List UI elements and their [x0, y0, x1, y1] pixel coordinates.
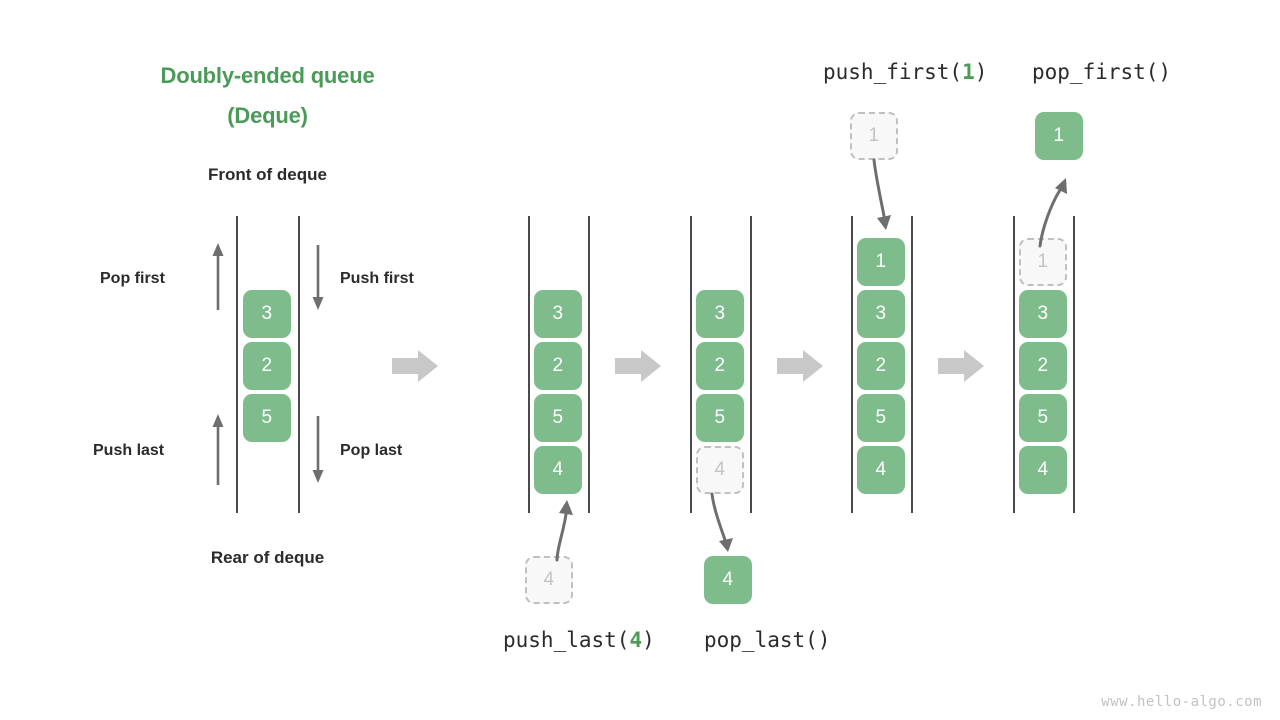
pop-first-arrow-icon	[212, 243, 224, 310]
push-first-code-arg: 1	[962, 60, 975, 84]
cell-value: 5	[875, 407, 887, 428]
pop-first-code-label: pop_first()	[1032, 60, 1171, 84]
push-last-label: Push last	[93, 442, 165, 459]
push-last-code-arg: 4	[629, 628, 643, 652]
panel2-rail-right	[588, 216, 590, 513]
cell-value: 4	[875, 459, 887, 480]
push-last-code-name: push_last(	[503, 628, 630, 652]
panel4-rail-left	[851, 216, 853, 513]
push-last-code-close: )	[642, 628, 655, 652]
cell-value: 3	[261, 303, 273, 324]
panel5-outgoing-cell: 1	[1035, 112, 1083, 160]
panel5-pop-first-arrow-icon	[1038, 178, 1067, 248]
panel5-cell-4: 4	[1019, 446, 1067, 494]
watermark: www.hello-algo.com	[1101, 694, 1262, 710]
cell-value: 5	[714, 407, 726, 428]
push-first-code-close: )	[974, 60, 988, 84]
panel3-cell-1: 2	[696, 342, 744, 390]
cell-value: 5	[552, 407, 564, 428]
push-first-code-label: push_first(1)	[823, 60, 987, 84]
panel5-cell-3: 5	[1019, 394, 1067, 442]
concept-arrows	[212, 243, 324, 485]
cell-value: 3	[552, 303, 564, 324]
panel4-cell-1: 3	[857, 290, 905, 338]
block-arrow-1-icon	[392, 350, 438, 382]
push-first-arrow-icon	[312, 245, 324, 310]
cell-value: 1	[1053, 125, 1065, 146]
page-title: Doubly-ended queue (Deque)	[0, 56, 535, 136]
concept-rail-left	[236, 216, 238, 513]
panel3-cell-2: 5	[696, 394, 744, 442]
concept-cell-0: 3	[243, 290, 291, 338]
pop-last-label: Pop last	[340, 442, 403, 459]
concept-cell-1: 2	[243, 342, 291, 390]
pop-first-label: Pop first	[100, 270, 165, 287]
title-line-1: Doubly-ended queue	[160, 63, 375, 88]
cell-value: 3	[714, 303, 726, 324]
panel3-cell-0: 3	[696, 290, 744, 338]
panel3-pop-last-arrow-icon	[710, 492, 733, 552]
push-last-arrow-icon	[212, 414, 224, 485]
cell-value: 2	[552, 355, 564, 376]
cell-value: 2	[714, 355, 726, 376]
panel2-cell-0: 3	[534, 290, 582, 338]
title-line-2: (Deque)	[227, 103, 308, 128]
concept-rail-right	[298, 216, 300, 513]
cell-value: 4	[543, 569, 555, 590]
cell-value: 1	[1037, 251, 1049, 272]
panel2-push-last-arrow-icon	[555, 500, 573, 562]
panel4-cell-2: 2	[857, 342, 905, 390]
cell-value: 4	[714, 459, 726, 480]
front-of-deque-label: Front of deque	[208, 165, 327, 184]
panel4-cell-3: 5	[857, 394, 905, 442]
cell-value: 4	[1037, 459, 1049, 480]
cell-value: 2	[875, 355, 887, 376]
cell-value: 1	[875, 251, 887, 272]
rear-of-deque-label: Rear of deque	[210, 548, 325, 567]
panel4-cell-4: 4	[857, 446, 905, 494]
panel5-rail-right	[1073, 216, 1075, 513]
block-arrow-3-icon	[777, 350, 823, 382]
panel3-rail-left	[690, 216, 692, 513]
panel4-rail-right	[911, 216, 913, 513]
panel4-push-first-arrow-icon	[872, 158, 891, 230]
push-first-code-name: push_first(	[823, 60, 963, 84]
cell-value: 1	[868, 125, 880, 146]
panel2-incoming-cell: 4	[525, 556, 573, 604]
block-arrow-4-icon	[938, 350, 984, 382]
cell-value: 2	[1037, 355, 1049, 376]
panel2-cell-3: 4	[534, 446, 582, 494]
panel5-cell-0: 1	[1019, 238, 1067, 286]
panel3-outgoing-cell: 4	[704, 556, 752, 604]
panel2-rail-left	[528, 216, 530, 513]
pop-last-code-label: pop_last()	[704, 628, 830, 652]
cell-value: 3	[875, 303, 887, 324]
push-last-code-label: push_last(4)	[503, 628, 655, 652]
pop-last-arrow-icon	[312, 416, 324, 483]
panel2-cell-1: 2	[534, 342, 582, 390]
panel3-rail-right	[750, 216, 752, 513]
panel4-incoming-cell: 1	[850, 112, 898, 160]
cell-value: 4	[722, 569, 734, 590]
cell-value: 3	[1037, 303, 1049, 324]
panel2-cell-2: 5	[534, 394, 582, 442]
panel4-cell-0: 1	[857, 238, 905, 286]
panel5-cell-2: 2	[1019, 342, 1067, 390]
panel3-cell-3: 4	[696, 446, 744, 494]
cell-value: 5	[1037, 407, 1049, 428]
cell-value: 5	[261, 407, 273, 428]
concept-cell-2: 5	[243, 394, 291, 442]
cell-value: 4	[552, 459, 564, 480]
push-first-label: Push first	[340, 270, 414, 287]
cell-value: 2	[261, 355, 273, 376]
panel5-rail-left	[1013, 216, 1015, 513]
panel5-cell-1: 3	[1019, 290, 1067, 338]
pop-first-code-name: pop_first()	[1032, 60, 1172, 84]
pop-last-code-name: pop_last()	[704, 628, 831, 652]
block-arrow-2-icon	[615, 350, 661, 382]
